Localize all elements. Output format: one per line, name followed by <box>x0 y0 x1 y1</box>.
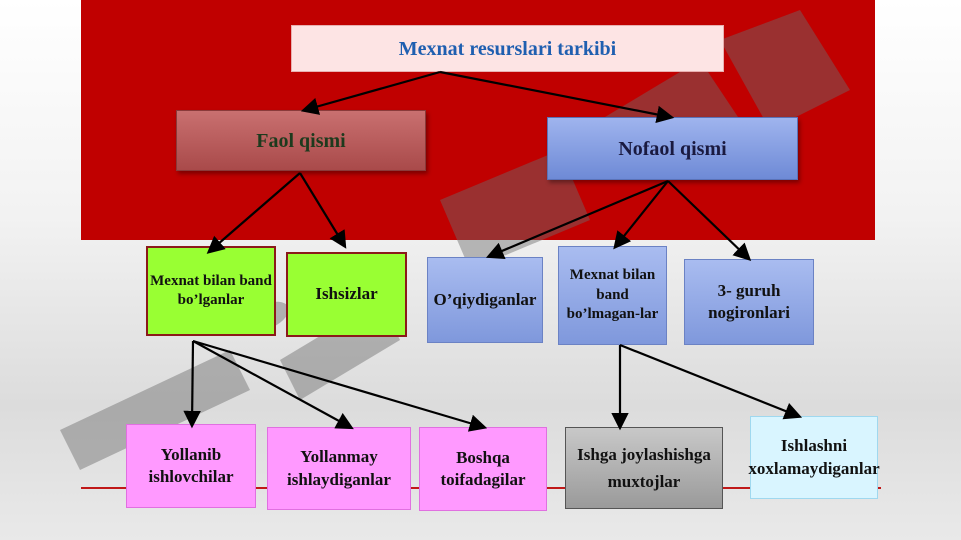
arrow-faol-ishsiz <box>299 172 347 249</box>
arrow-nofaol-oqiydigan <box>485 179 669 259</box>
node-faol-qismi: Faol qismi <box>176 110 426 171</box>
node-oqiydiganlar: O’qiydiganlar <box>427 257 543 343</box>
arrow-nofaol-bandbolmagan <box>613 180 669 250</box>
node-nogironlar: 3- guruh nogironlari <box>684 259 814 345</box>
node-band-bolmagan: Mexnat bilan band bo’lmagan-lar <box>558 246 667 345</box>
arrow-band-boshqa <box>192 339 488 432</box>
arrow-band-yollanib <box>183 340 201 429</box>
node-ishga-joylashish: Ishga joylashishga muxtojlar <box>565 427 723 509</box>
node-band: Mexnat bilan band bo’lganlar <box>146 246 276 336</box>
arrow-band-yollanmay <box>192 340 354 430</box>
node-yollanmay: Yollanmay ishlaydiganlar <box>267 427 411 510</box>
node-ishlashni-xoxlamaydigan: Ishlashni xoxlamaydiganlar <box>748 416 880 499</box>
arrow-bandbolmagan-ishlashni <box>619 343 803 420</box>
node-ishsizlar: Ishsizlar <box>286 252 407 337</box>
arrow-title-nofaol <box>439 70 675 124</box>
arrow-faol-band <box>206 172 301 254</box>
diagram-title: Mexnat resurslari tarkibi <box>291 25 724 72</box>
arrow-nofaol-nogiron <box>667 180 752 262</box>
node-nofaol-qismi: Nofaol qismi <box>547 117 798 180</box>
arrow-title-faol <box>300 70 441 115</box>
